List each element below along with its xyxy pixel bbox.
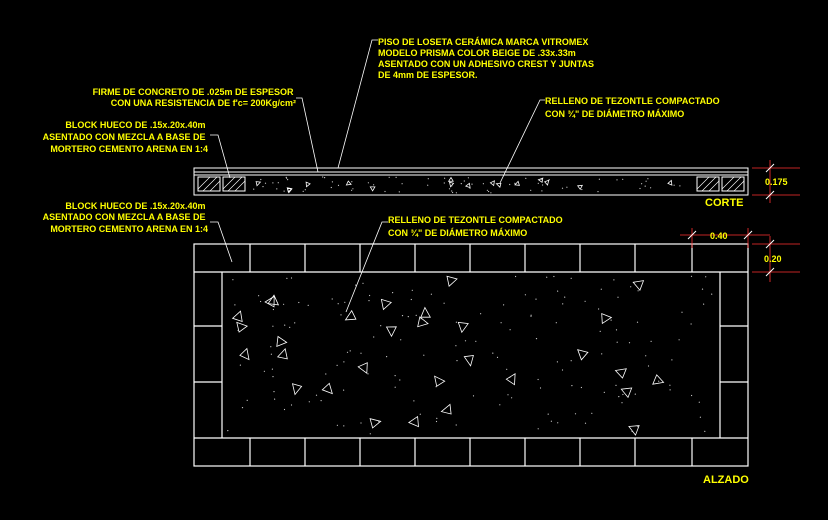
alzado-outline <box>193 243 749 467</box>
leader-piso <box>337 39 378 169</box>
dim-block-length: 0.40 <box>680 228 770 248</box>
dim-block-height: 0.20 <box>752 236 800 282</box>
note-relleno-alzado: RELLENO DE TEZONTLE COMPACTADO CON ¾" DE… <box>388 215 565 238</box>
dim-corte-height-label: 0.175 <box>765 177 788 187</box>
note-piso: PISO DE LOSETA CERÁMICA MARCA VITROMEX M… <box>378 37 597 80</box>
dim-block-height-label: 0.20 <box>764 254 782 264</box>
block-left-2 <box>222 176 246 192</box>
leader-firme <box>296 97 319 173</box>
dim-block-length-label: 0.40 <box>710 231 728 241</box>
title-alzado: ALZADO <box>703 474 749 486</box>
block-left-1 <box>197 176 221 192</box>
corte-outline <box>193 167 749 196</box>
alzado-blocks <box>193 243 749 467</box>
block-hatch <box>197 176 745 192</box>
dim-corte-height: 0.175 <box>752 160 800 203</box>
leader-lines <box>210 39 545 313</box>
corte-tezontle-fill <box>253 176 681 194</box>
title-corte: CORTE <box>705 197 744 209</box>
leader-relleno-corte <box>499 99 545 184</box>
note-firme: FIRME DE CONCRETO DE .025m DE ESPESOR CO… <box>93 87 296 108</box>
corte-section <box>193 167 749 196</box>
block-joints <box>194 244 748 466</box>
note-block-alzado: BLOCK HUECO DE .15x.20x.40m ASENTADO CON… <box>43 201 208 234</box>
leader-relleno-alzado <box>345 221 388 313</box>
note-block-corte: BLOCK HUECO DE .15x.20x.40m ASENTADO CON… <box>43 120 208 154</box>
alzado-tezontle-fill <box>227 275 713 436</box>
note-relleno-corte: RELLENO DE TEZONTLE COMPACTADO CON ¾" DE… <box>545 96 722 119</box>
leader-block-corte <box>210 134 231 179</box>
block-right-1 <box>696 176 720 192</box>
block-right-2 <box>721 176 745 192</box>
leader-block-alzado <box>210 221 233 263</box>
